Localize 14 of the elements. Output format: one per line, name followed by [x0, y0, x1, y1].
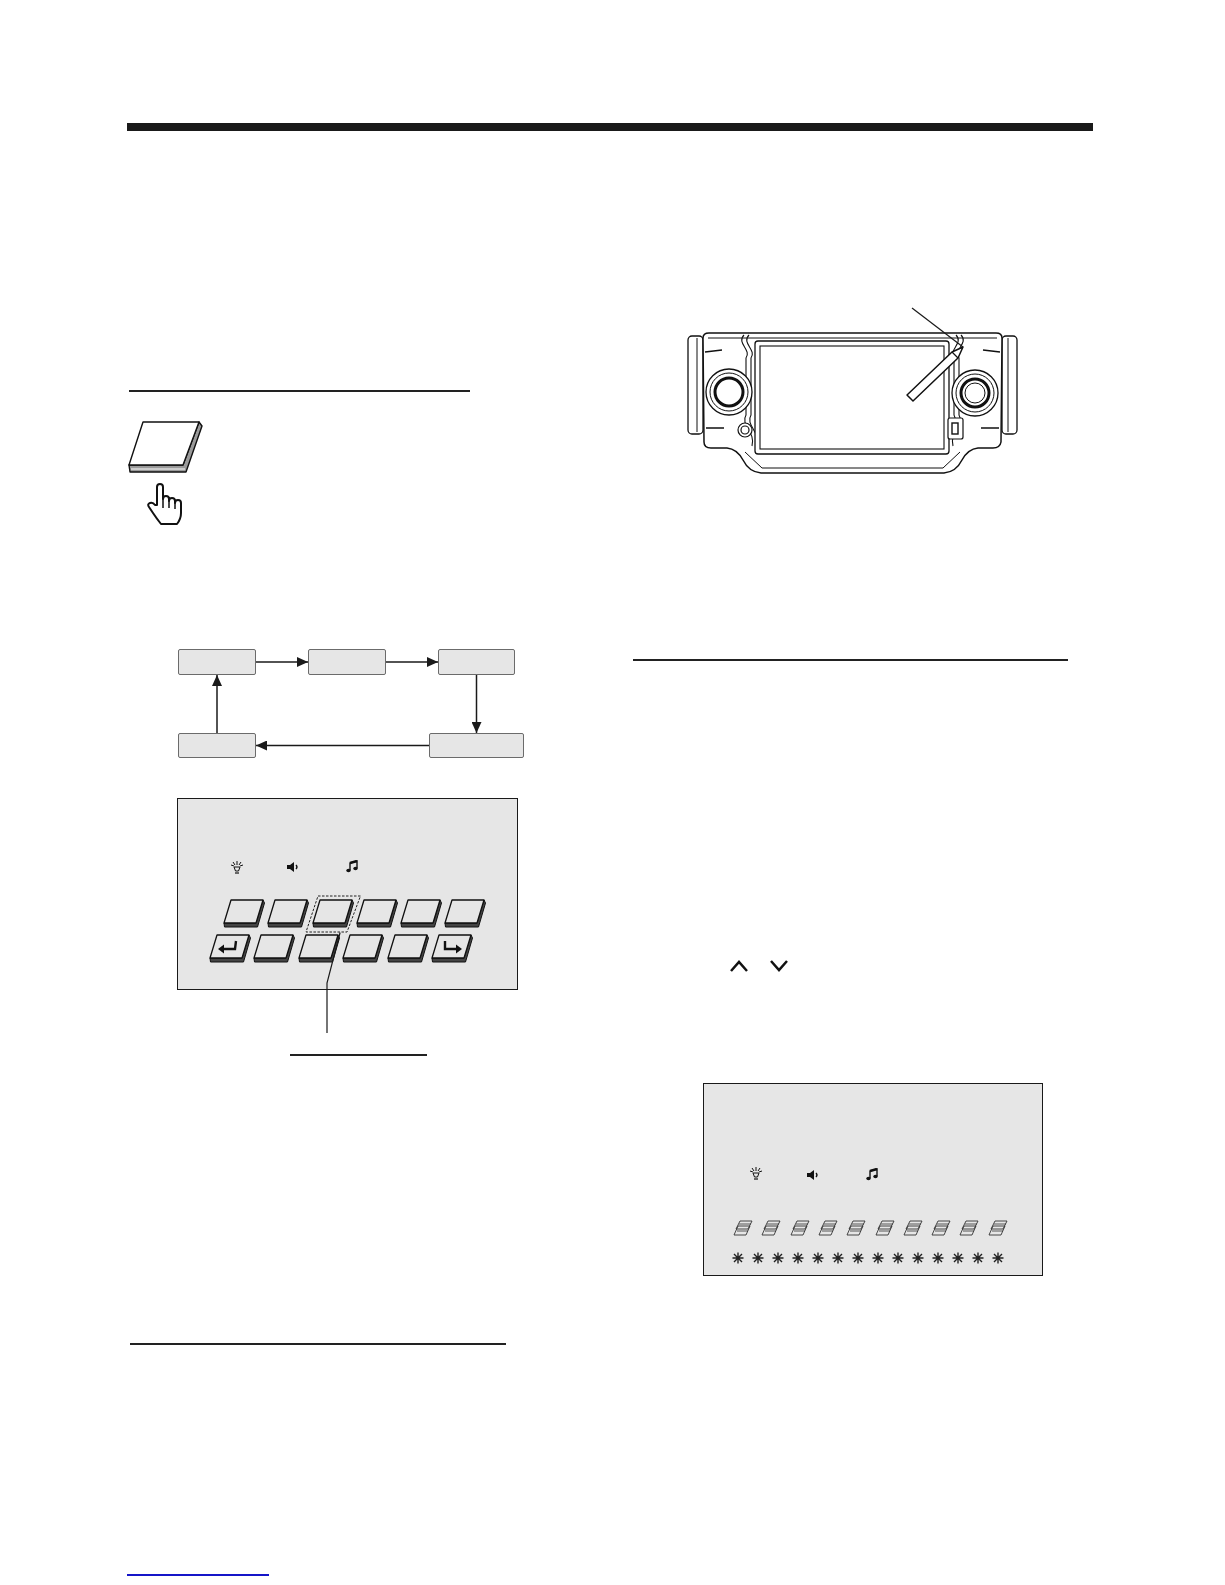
screen-panel	[703, 1083, 1043, 1276]
screen-panel	[177, 798, 518, 990]
arrow	[255, 657, 309, 667]
selection-outline	[304, 894, 362, 933]
arrow	[471, 674, 482, 734]
process-box	[429, 733, 524, 758]
process-box	[308, 649, 386, 675]
arrow	[212, 674, 222, 734]
process-box	[178, 649, 256, 675]
process-box	[178, 733, 256, 758]
arrow	[255, 740, 430, 751]
leader-line	[911, 307, 964, 348]
process-box	[438, 649, 515, 675]
arrow	[385, 657, 439, 667]
